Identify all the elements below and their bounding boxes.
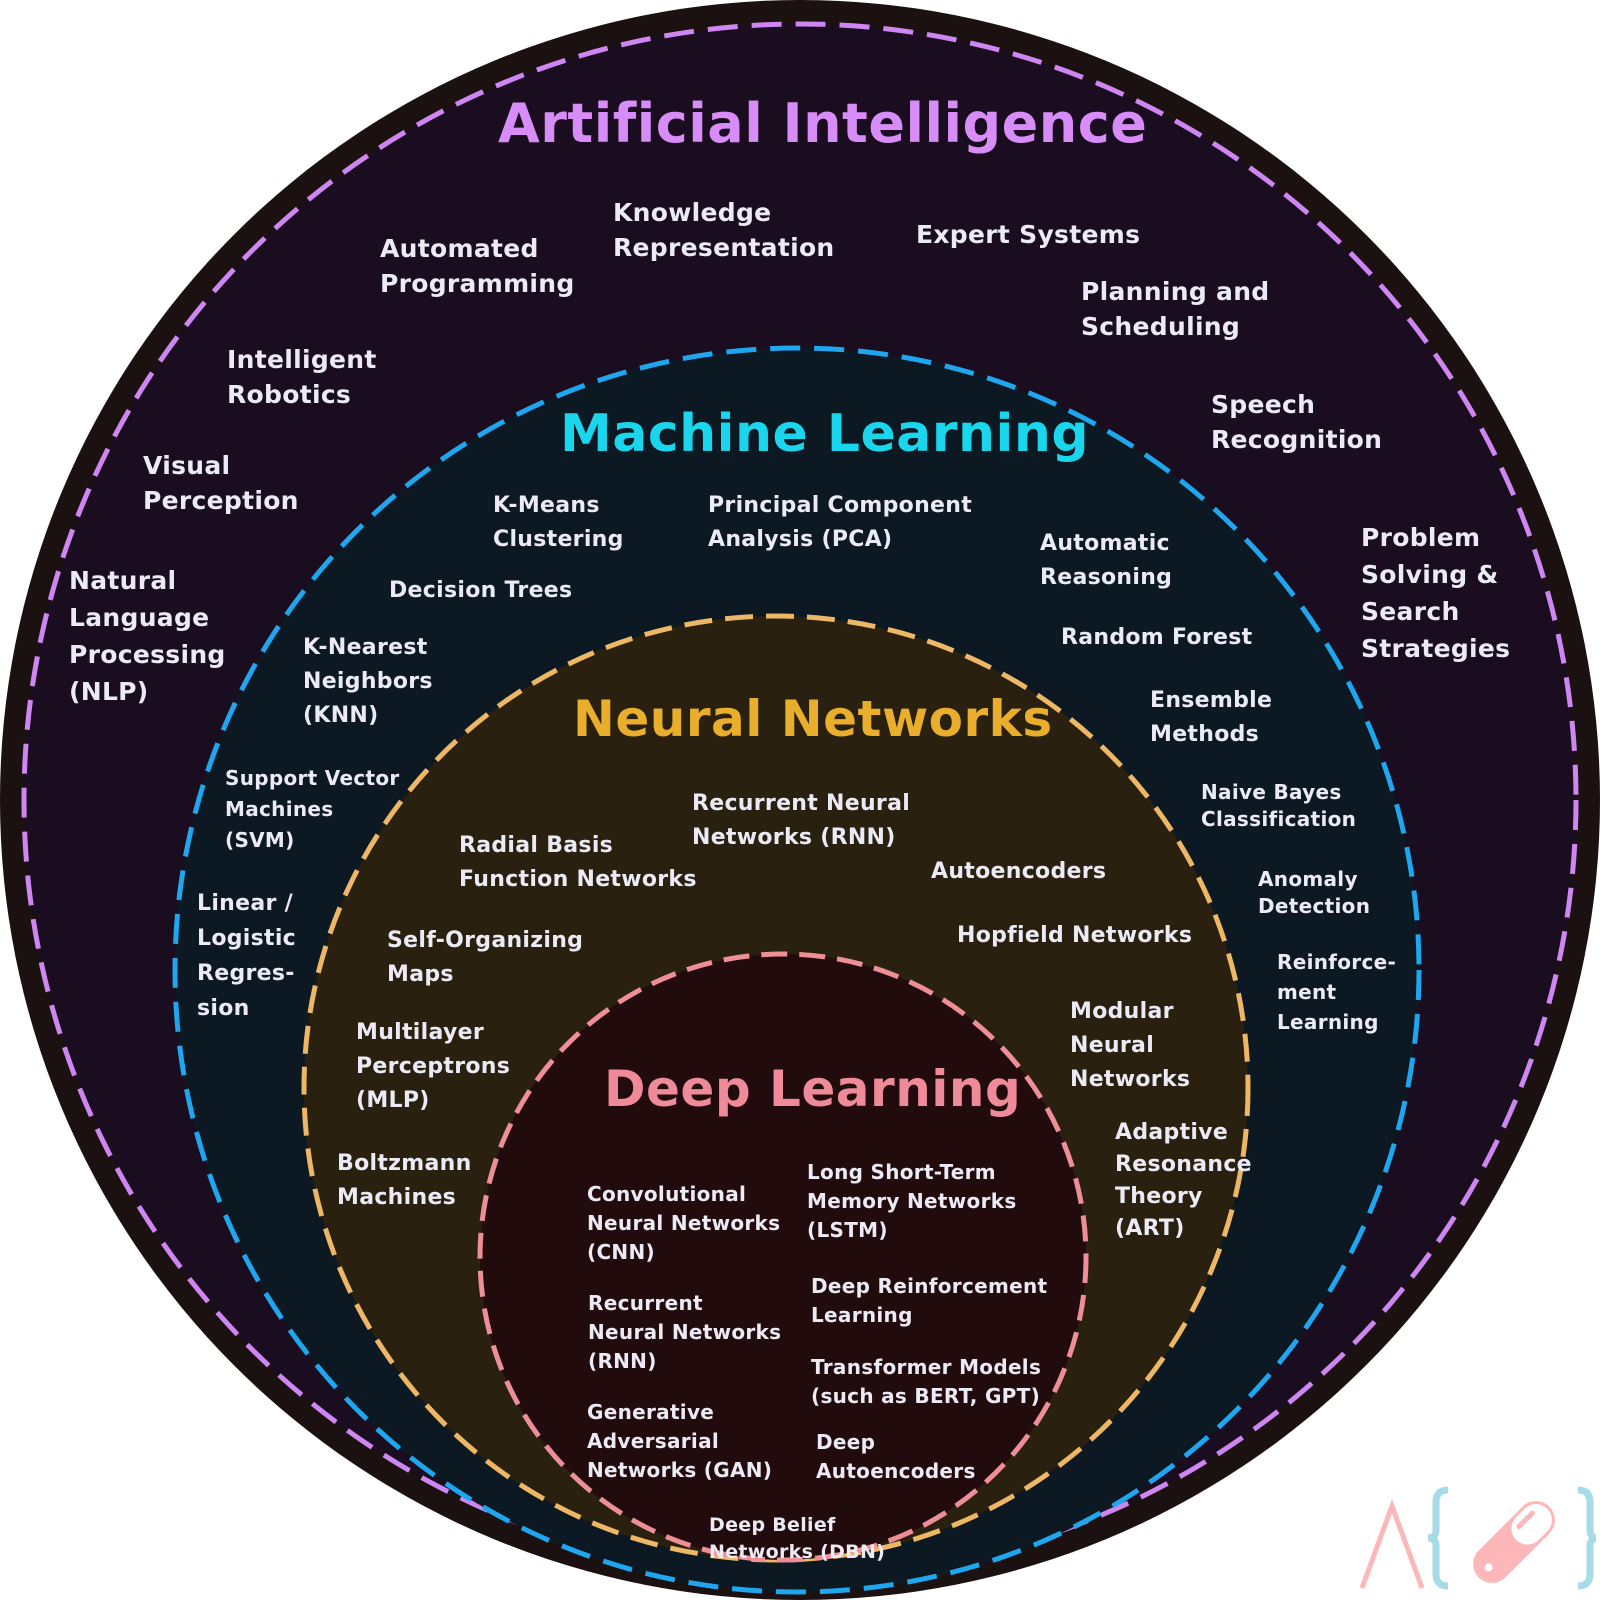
- dl-item-lstm: Long Short-Term Memory Networks (LSTM): [807, 1160, 1017, 1242]
- lambda-braces-pill-logo-icon: [1359, 1486, 1596, 1590]
- ml-title: Machine Learning: [560, 404, 1090, 464]
- ai-item-expert-systems: Expert Systems: [916, 220, 1141, 249]
- dl-item-gan: Generative Adversarial Networks (GAN): [587, 1400, 773, 1482]
- ml-item-kmeans: K-Means Clustering: [493, 493, 624, 552]
- ml-item-automatic-reasoning: Automatic Reasoning: [1040, 531, 1173, 590]
- nn-item-modular: Modular Neural Networks: [1070, 999, 1191, 1092]
- ai-title: Artificial Intelligence: [498, 92, 1148, 155]
- dl-item-rnn: Recurrent Neural Networks (RNN): [588, 1291, 782, 1373]
- dl-item-deep-autoencoders: Deep Autoencoders: [816, 1430, 976, 1483]
- ai-item-intelligent-robotics: Intelligent Robotics: [227, 345, 377, 409]
- dl-item-deep-rl: Deep Reinforcement Learning: [811, 1274, 1048, 1327]
- ml-item-decision-trees: Decision Trees: [389, 578, 573, 603]
- nn-item-hopfield: Hopfield Networks: [957, 923, 1193, 948]
- nn-item-som: Self-Organizing Maps: [387, 928, 584, 987]
- nn-item-autoencoders: Autoencoders: [931, 859, 1107, 884]
- ml-item-svm: Support Vector Machines (SVM): [225, 766, 400, 852]
- nn-item-mlp: Multilayer Perceptrons (MLP): [356, 1020, 511, 1113]
- nn-item-rnn: Recurrent Neural Networks (RNN): [692, 791, 911, 850]
- ml-item-knn: K-Nearest Neighbors (KNN): [303, 635, 433, 728]
- dl-circle: [477, 951, 1089, 1563]
- ai-item-planning-scheduling: Planning and Scheduling: [1081, 277, 1270, 341]
- dl-item-transformers: Transformer Models (such as BERT, GPT): [811, 1355, 1042, 1408]
- dl-title: Deep Learning: [604, 1060, 1022, 1118]
- ml-item-anomaly-detection: Anomaly Detection: [1258, 867, 1371, 918]
- ai-item-nlp: Natural Language Processing (NLP): [69, 566, 226, 706]
- nn-title: Neural Networks: [573, 690, 1053, 748]
- ai-item-visual-perception: Visual Perception: [143, 451, 299, 515]
- ml-item-naive-bayes: Naive Bayes Classification: [1201, 780, 1357, 831]
- ml-item-reinforcement-learning: Reinforce- ment Learning: [1277, 950, 1397, 1034]
- dl-item-dbn: Deep Belief Networks (DBN): [709, 1514, 886, 1563]
- nn-item-radial-basis: Radial Basis Function Networks: [459, 833, 697, 892]
- ml-item-pca: Principal Component Analysis (PCA): [708, 493, 973, 552]
- nn-item-boltzmann: Boltzmann Machines: [337, 1151, 472, 1210]
- ai-item-speech-recognition: Speech Recognition: [1211, 390, 1383, 454]
- ml-item-ensemble-methods: Ensemble Methods: [1150, 688, 1273, 747]
- ml-item-random-forest: Random Forest: [1061, 625, 1253, 650]
- ai-item-automated-programming: Automated Programming: [380, 234, 575, 298]
- ai-item-problem-solving: Problem Solving & Search Strategies: [1361, 523, 1511, 663]
- dl-item-cnn: Convolutional Neural Networks (CNN): [587, 1182, 781, 1264]
- ml-item-linear-logistic-regression: Linear / Logistic Regres- sion: [197, 891, 297, 1021]
- nn-item-art: Adaptive Resonance Theory (ART): [1115, 1120, 1252, 1241]
- ai-item-knowledge-representation: Knowledge Representation: [613, 198, 835, 262]
